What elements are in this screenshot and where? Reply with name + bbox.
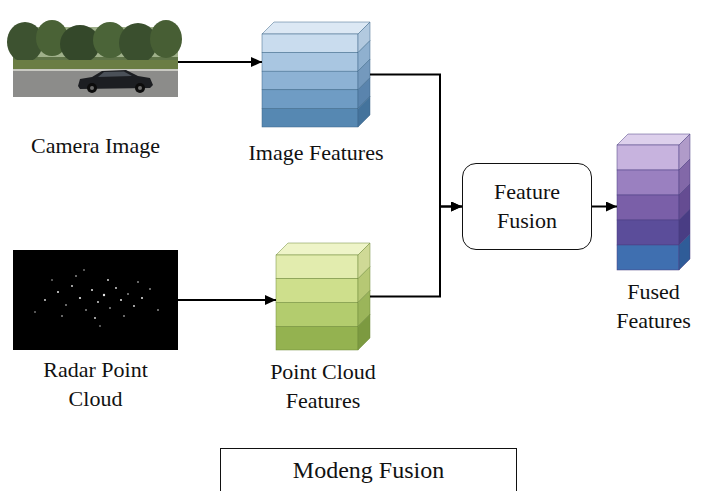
flow-arrow [370,207,462,297]
figure-node: Camera Image [13,27,178,161]
figure-area [13,27,178,97]
node-label: Image Features [226,139,406,168]
node-label: Camera Image [0,132,196,161]
flow-arrow [592,206,617,208]
figure-area [617,134,690,270]
node-label: Radar Point Cloud [26,356,166,413]
caption-block: Fused Features [606,278,702,335]
figure-node: Point Cloud Features [276,243,370,415]
feature-stack [262,22,370,127]
feature-stack [276,243,370,350]
process-box: Feature Fusion [462,163,592,250]
figure-area [13,250,178,350]
node-label: Fused Features [606,278,702,335]
node-label: Point Cloud Features [253,358,393,415]
radar-scan [13,250,178,350]
figure-node: Fused Features [617,134,690,335]
node-label: Modeng Fusion [293,455,444,486]
figure-node: Radar Point Cloud [13,250,178,413]
caption-block: Point Cloud Features [253,358,393,415]
flow-arrow [178,299,276,301]
node-label: Feature Fusion [471,178,583,235]
figure-area [262,22,370,127]
feature-stack [617,134,690,270]
figure-node: Image Features [262,22,370,168]
process-box: Modeng Fusion [220,448,517,491]
camera-photo [7,20,182,97]
figure-area [276,243,370,350]
caption-block: Image Features [226,139,406,168]
caption-block: Camera Image [0,132,196,161]
caption-block: Radar Point Cloud [26,356,166,413]
flow-arrow [178,61,262,63]
flow-arrow [370,75,462,207]
